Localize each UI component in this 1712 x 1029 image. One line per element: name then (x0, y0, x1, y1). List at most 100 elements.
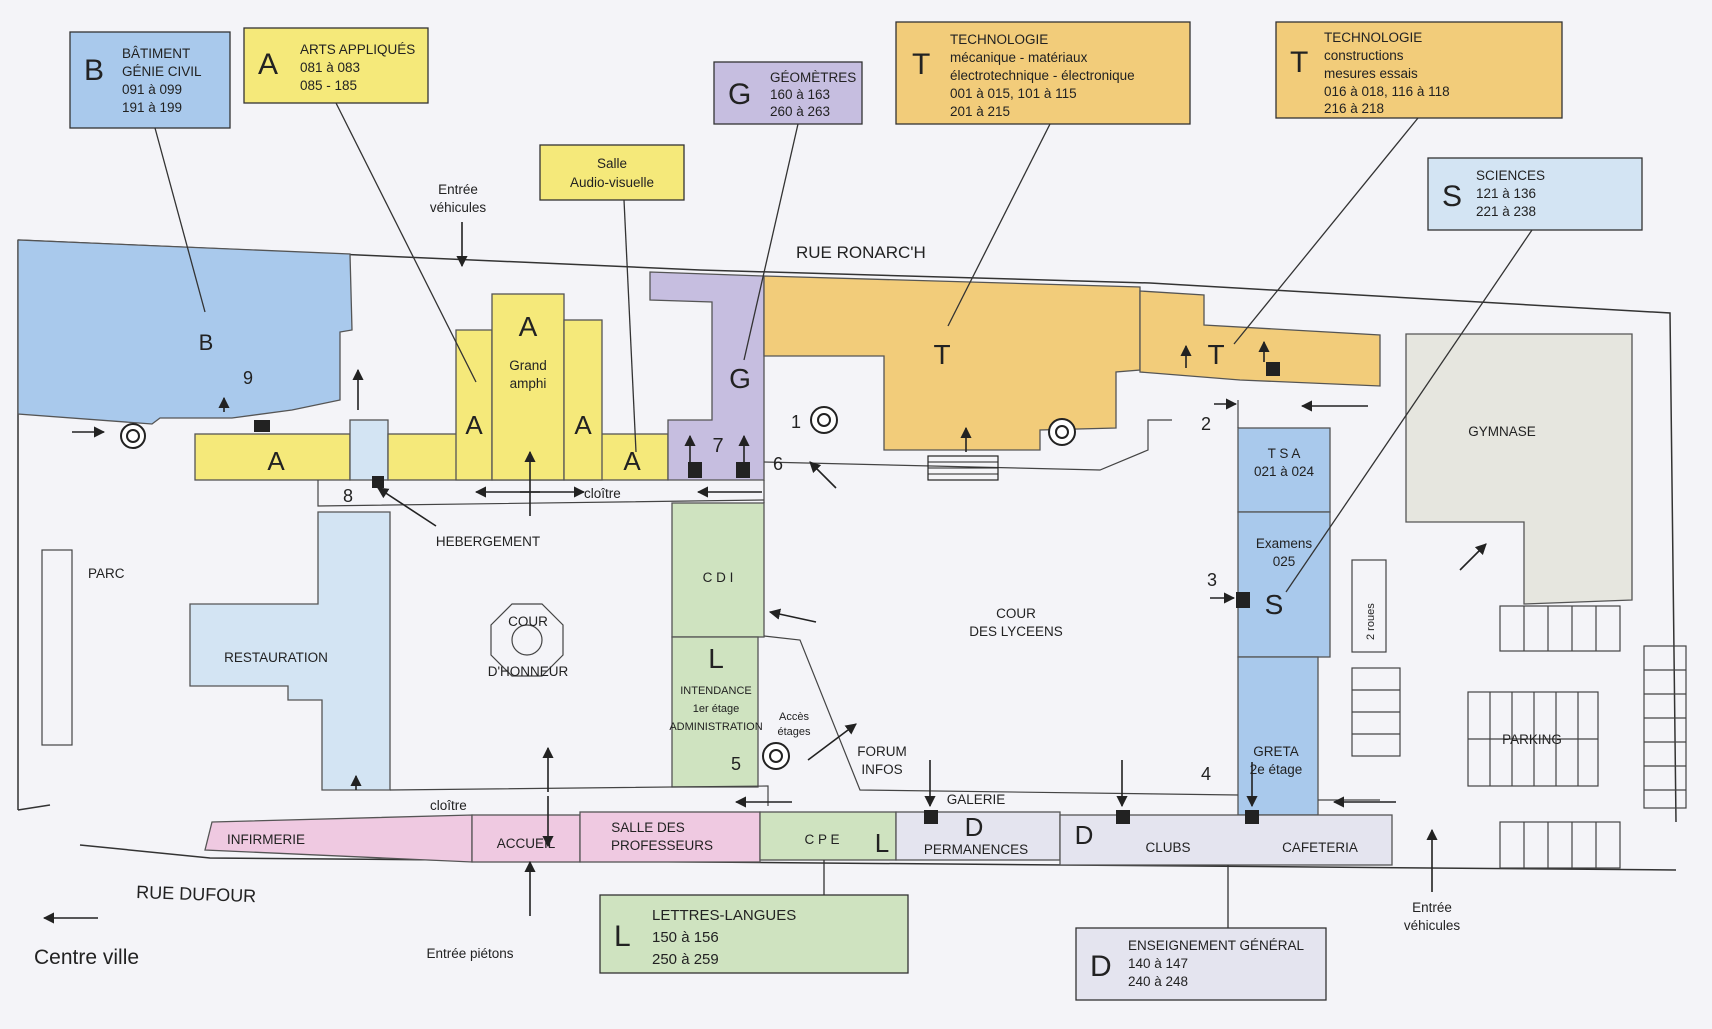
building-a-grand-amphi[interactable] (491, 293, 565, 481)
legend-t1-letter: T (912, 48, 930, 81)
svg-text:221 à 238: 221 à 238 (1476, 204, 1536, 219)
label-permanences: PERMANENCES (924, 842, 1028, 857)
label-cdi: C D I (703, 570, 734, 585)
building-cdi[interactable] (671, 502, 765, 638)
label-grand: Grand (509, 358, 547, 373)
legend-a-line: 081 à 083 (300, 60, 360, 75)
label-honneur: D'HONNEUR (488, 664, 569, 679)
svg-text:SCIENCES: SCIENCES (1476, 168, 1545, 183)
stair-icon (254, 420, 270, 432)
svg-text:201 à 215: 201 à 215 (950, 104, 1010, 119)
stair-icon (927, 455, 999, 481)
label-examens: Examens (1256, 536, 1313, 551)
label-administration: ADMINISTRATION (669, 721, 762, 733)
legend-s: S SCIENCES 121 à 136 221 à 238 (1427, 157, 1643, 231)
svg-text:250 à 259: 250 à 259 (652, 951, 719, 968)
label-entree-pietons: Entrée piétons (426, 946, 513, 961)
building-intendance[interactable] (671, 636, 759, 788)
svg-text:LETTRES-LANGUES: LETTRES-LANGUES (652, 907, 796, 924)
label-building-l: L (875, 828, 889, 858)
building-a-block-left[interactable] (455, 329, 493, 481)
legend-b-line: 191 à 199 (122, 100, 182, 115)
two-wheels-parking (1351, 559, 1387, 653)
svg-text:électrotechnique - électroniqu: électrotechnique - électronique (950, 68, 1135, 83)
label-greta: GRETA (1253, 744, 1299, 759)
label-seven: 7 (712, 435, 723, 457)
label-two: 2 (1201, 414, 1211, 434)
label-first-floor: 1er étage (693, 703, 739, 715)
label-five: 5 (731, 754, 741, 774)
svg-text:TECHNOLOGIE: TECHNOLOGIE (950, 32, 1048, 47)
svg-text:ENSEIGNEMENT GÉNÉRAL: ENSEIGNEMENT GÉNÉRAL (1128, 938, 1305, 953)
label-etages: étages (777, 726, 811, 738)
label-a: A (267, 446, 285, 476)
label-cour: COUR (508, 614, 548, 629)
svg-text:140 à 147: 140 à 147 (1128, 956, 1188, 971)
label-greta-floor: 2e étage (1250, 762, 1303, 777)
svg-text:260 à 263: 260 à 263 (770, 104, 830, 119)
label-galerie: GALERIE (947, 792, 1006, 807)
label-building-l: L (708, 643, 724, 674)
svg-text:150 à 156: 150 à 156 (652, 929, 719, 946)
label-tsa-rooms: 021 à 024 (1254, 464, 1315, 479)
spiral-stair-icon (1048, 418, 1076, 446)
access-arrows (42, 222, 1487, 924)
svg-text:240 à 248: 240 à 248 (1128, 974, 1188, 989)
svg-text:TECHNOLOGIE: TECHNOLOGIE (1324, 30, 1422, 45)
legend-d-letter: D (1090, 950, 1112, 983)
label-eight: 8 (343, 486, 353, 506)
building-clubs-cafeteria[interactable] (1059, 814, 1393, 866)
label-amphi: amphi (510, 376, 547, 391)
legend-a-line: 085 - 185 (300, 78, 357, 93)
svg-text:001 à 015, 101 à 115: 001 à 015, 101 à 115 (950, 86, 1077, 101)
building-b[interactable] (17, 239, 353, 425)
legend-b-line: GÉNIE CIVIL (122, 64, 202, 79)
building-greta[interactable] (1237, 656, 1319, 816)
building-t-secondary[interactable] (1139, 290, 1381, 387)
svg-text:216 à 218: 216 à 218 (1324, 101, 1384, 116)
label-tsa: T S A (1268, 446, 1301, 461)
building-gymnase[interactable] (1405, 333, 1633, 605)
label-a: A (519, 311, 538, 342)
building-tsa[interactable] (1237, 427, 1331, 513)
building-a-passage[interactable] (349, 419, 389, 481)
legend-g-letter: G (728, 78, 751, 111)
label-building-t: T (1207, 339, 1224, 370)
stair-icon (1245, 810, 1259, 824)
building-a-block-right[interactable] (563, 319, 603, 481)
spiral-stair-icon (762, 742, 790, 770)
label-restauration: RESTAURATION (224, 650, 328, 665)
label-centre-ville: Centre ville (34, 946, 139, 969)
legend-a: A ARTS APPLIQUÉS 081 à 083 085 - 185 (243, 27, 429, 104)
stair-icon (924, 810, 938, 824)
building-restauration[interactable] (189, 511, 391, 791)
label-hebergement: HEBERGEMENT (436, 534, 540, 549)
label-four: 4 (1201, 764, 1211, 784)
svg-text:016 à 018, 116 à 118: 016 à 018, 116 à 118 (1324, 84, 1450, 99)
legend-g: G GÉOMÈTRES 160 à 163 260 à 263 (713, 61, 863, 125)
spiral-stair-icon (810, 406, 838, 434)
svg-text:121 à 136: 121 à 136 (1476, 186, 1536, 201)
building-cpe[interactable] (759, 811, 897, 861)
label-accueil: ACCUEIL (497, 836, 556, 851)
svg-text:mesures essais: mesures essais (1324, 66, 1418, 81)
leader-lines (154, 102, 1533, 928)
parc-area (41, 549, 73, 746)
label-examens-room: 025 (1273, 554, 1296, 569)
stair-icon (372, 476, 384, 488)
label-infirmerie: INFIRMERIE (227, 832, 305, 847)
label-building-b: B (199, 330, 214, 355)
building-examens[interactable] (1237, 511, 1331, 658)
label-parking: PARKING (1502, 732, 1562, 747)
building-permanences[interactable] (895, 811, 1061, 861)
svg-text:160 à 163: 160 à 163 (770, 87, 830, 102)
svg-text:GÉOMÈTRES: GÉOMÈTRES (770, 70, 856, 85)
building-a-strip-left[interactable] (194, 433, 351, 481)
label-six: 6 (773, 454, 783, 474)
legend-l: L LETTRES-LANGUES 150 à 156 250 à 259 (599, 894, 909, 974)
label-building-d: D (1075, 820, 1094, 850)
label-cloitre: cloître (584, 486, 621, 501)
legend-s-letter: S (1442, 180, 1462, 213)
